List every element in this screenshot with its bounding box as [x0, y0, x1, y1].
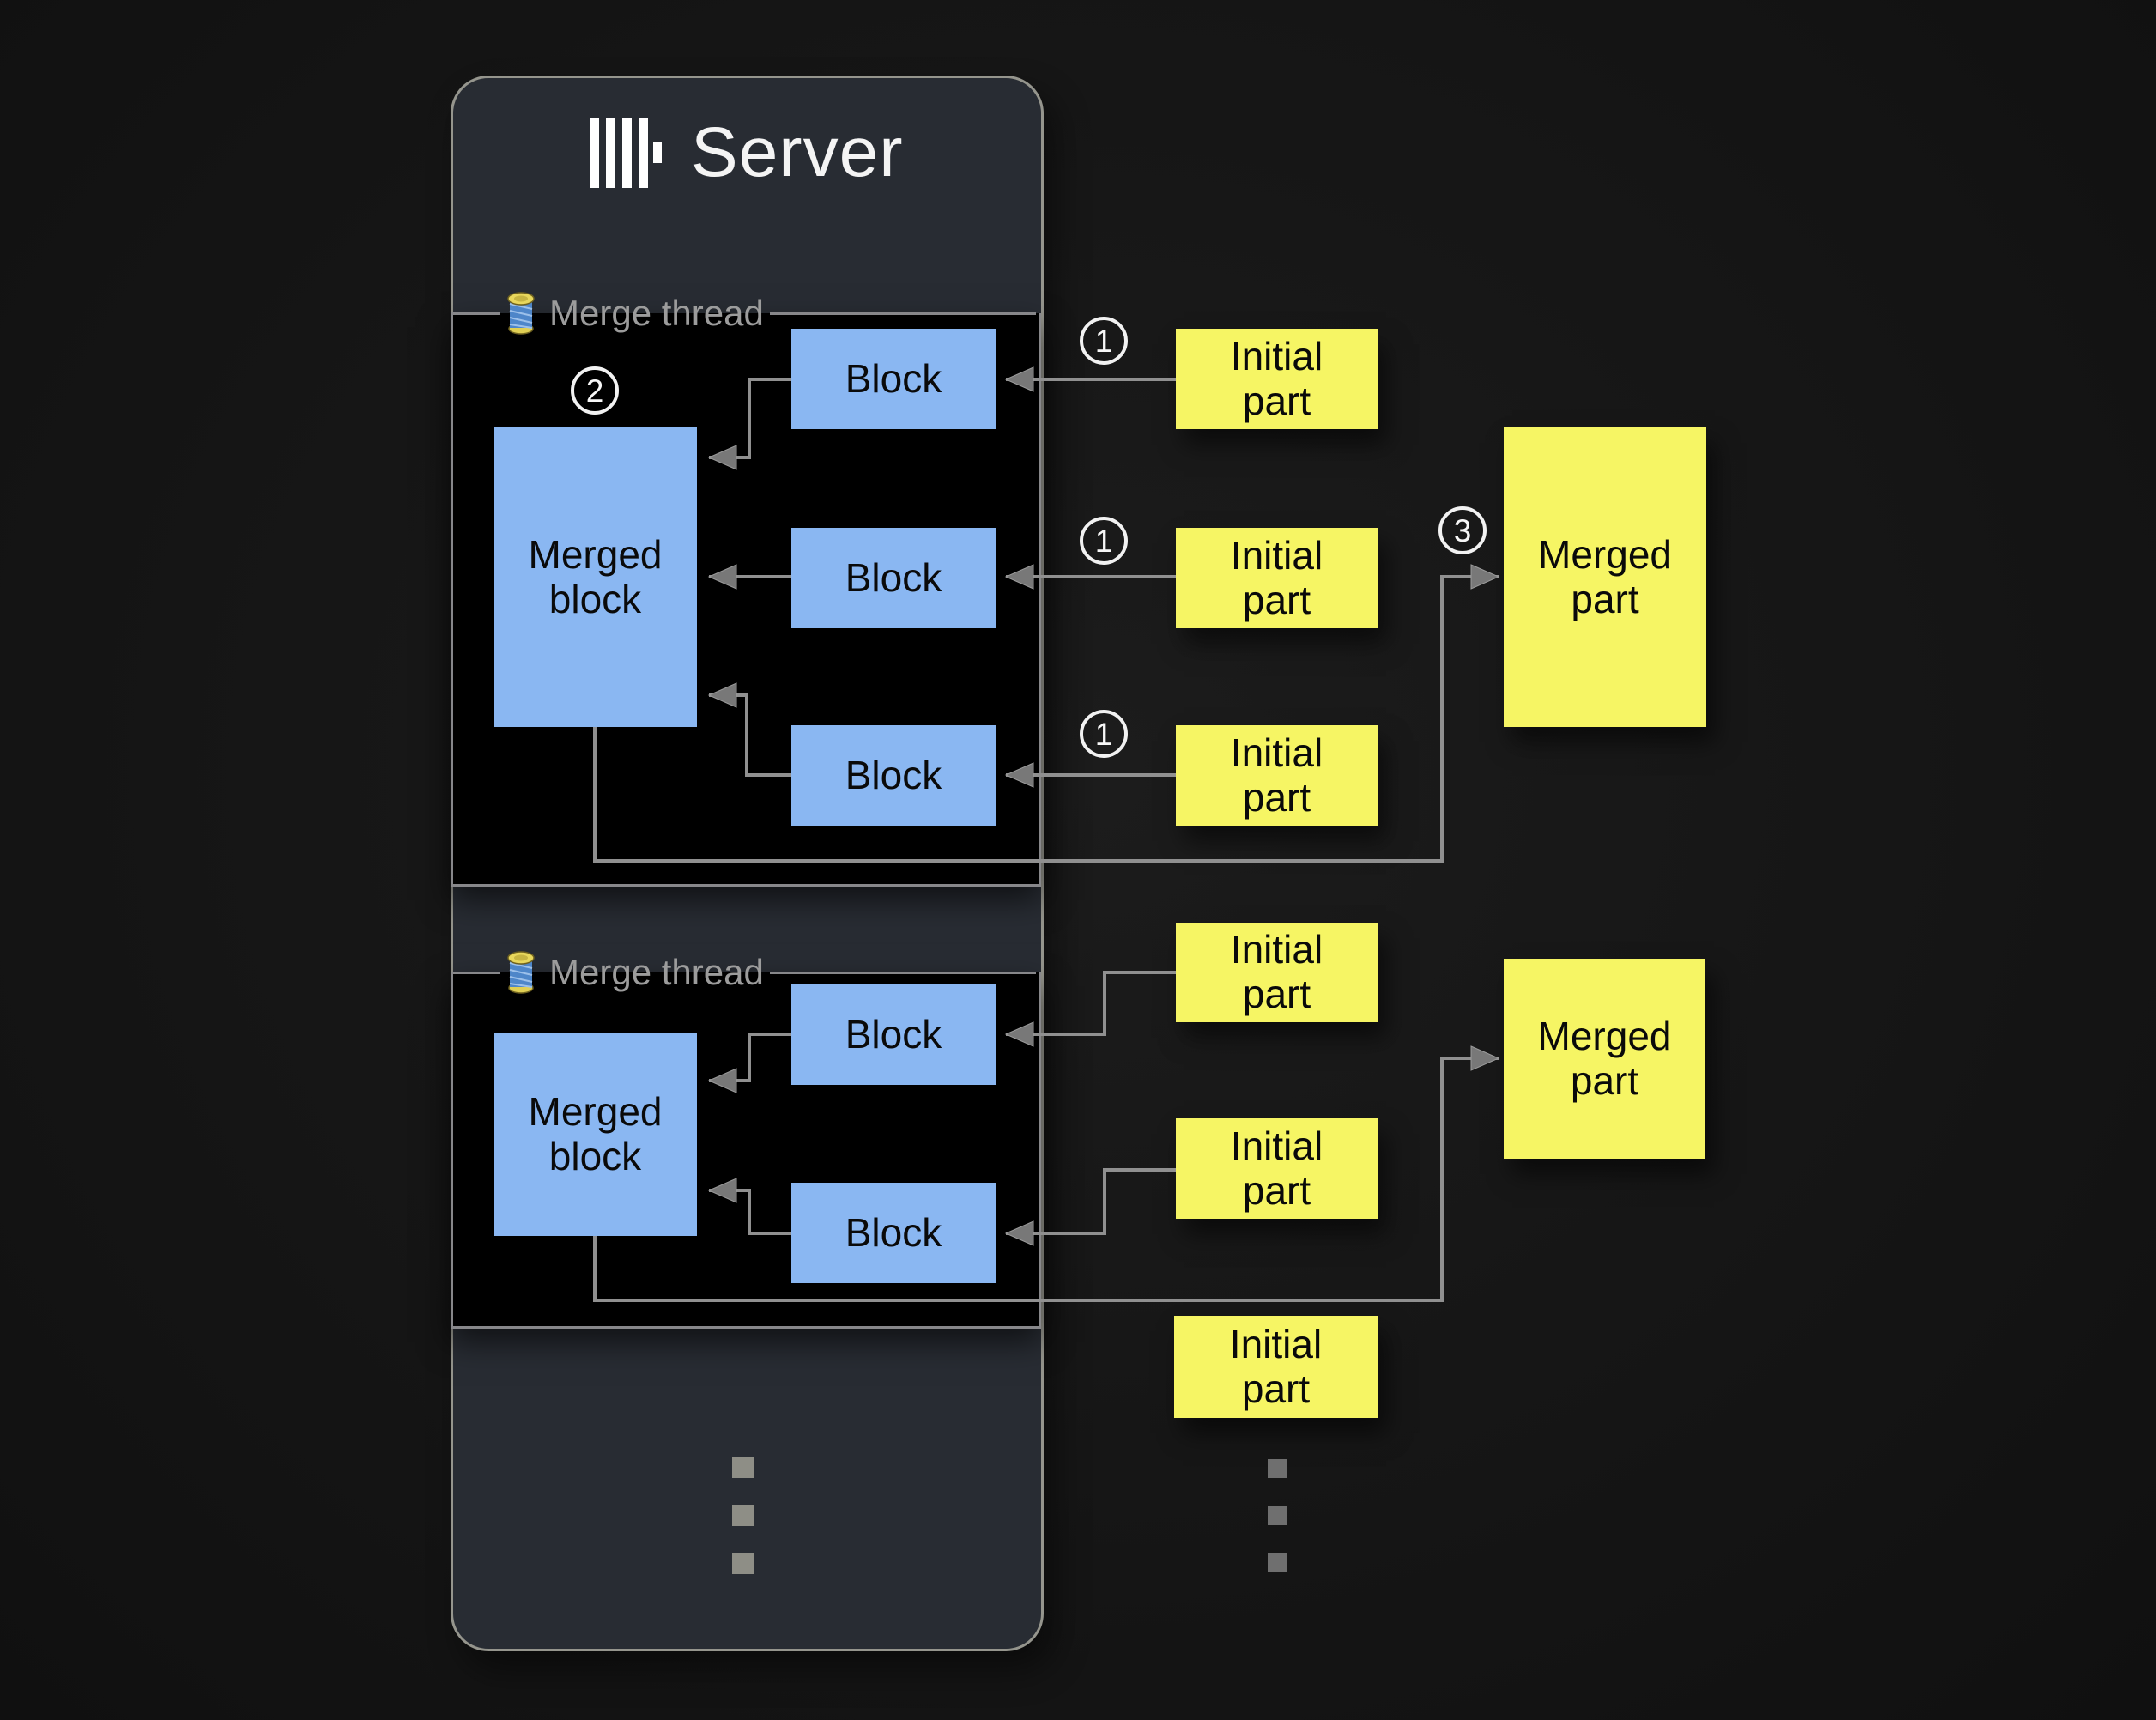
step-1-number: 1 — [1094, 523, 1113, 559]
parts-ellipsis-dot — [1268, 1459, 1287, 1478]
merged-block-2: Merged block — [494, 1033, 697, 1236]
merge-thread-2-text: Merge thread — [549, 952, 764, 992]
initial-part-3: Initial part — [1176, 725, 1378, 826]
initial-part-2: Initial part — [1176, 528, 1378, 628]
server-title: Server — [691, 113, 904, 191]
merge-thread-1-label: Merge thread — [505, 290, 764, 336]
initial-part-4: Initial part — [1176, 923, 1378, 1022]
initial-part-1: Initial part — [1176, 329, 1378, 429]
panel2-border-segment-right — [770, 972, 1036, 974]
step-2-number: 2 — [585, 372, 604, 409]
merge-thread-1-text: Merge thread — [549, 293, 764, 333]
step-1-number: 1 — [1094, 323, 1113, 359]
merged-part-1: Merged part — [1504, 427, 1706, 727]
server-header: Server — [590, 110, 904, 196]
block-2-2: Block — [791, 1183, 996, 1283]
panel1-border-segment-left — [451, 312, 500, 315]
step-1-number: 1 — [1094, 716, 1113, 752]
step-2-badge: 2 — [571, 366, 619, 415]
step-1-badge: 1 — [1080, 317, 1128, 365]
step-3-number: 3 — [1453, 512, 1472, 548]
block-1-1: Block — [791, 329, 996, 429]
initial-part-6: Initial part — [1174, 1316, 1378, 1418]
clickhouse-logo-icon — [590, 117, 662, 189]
step-3-badge: 3 — [1438, 506, 1487, 554]
block-1-2: Block — [791, 528, 996, 628]
step-1-badge: 1 — [1080, 517, 1128, 565]
merged-part-2: Merged part — [1504, 959, 1705, 1159]
panel1-border-segment-right — [770, 312, 1036, 315]
server-ellipsis-dot — [732, 1505, 754, 1526]
block-1-3: Block — [791, 725, 996, 826]
initial-part-5: Initial part — [1176, 1118, 1378, 1219]
panel2-border-segment-left — [451, 972, 500, 974]
parts-ellipsis-dot — [1268, 1506, 1287, 1525]
thread-spool-icon — [505, 951, 537, 994]
server-ellipsis-dot — [732, 1553, 754, 1574]
server-ellipsis-dot — [732, 1457, 754, 1478]
merged-block-1: Merged block — [494, 427, 697, 727]
block-2-1: Block — [791, 984, 996, 1085]
thread-spool-icon — [505, 292, 537, 335]
step-1-badge: 1 — [1080, 710, 1128, 758]
merge-thread-2-label: Merge thread — [505, 949, 764, 996]
parts-ellipsis-dot — [1268, 1553, 1287, 1572]
